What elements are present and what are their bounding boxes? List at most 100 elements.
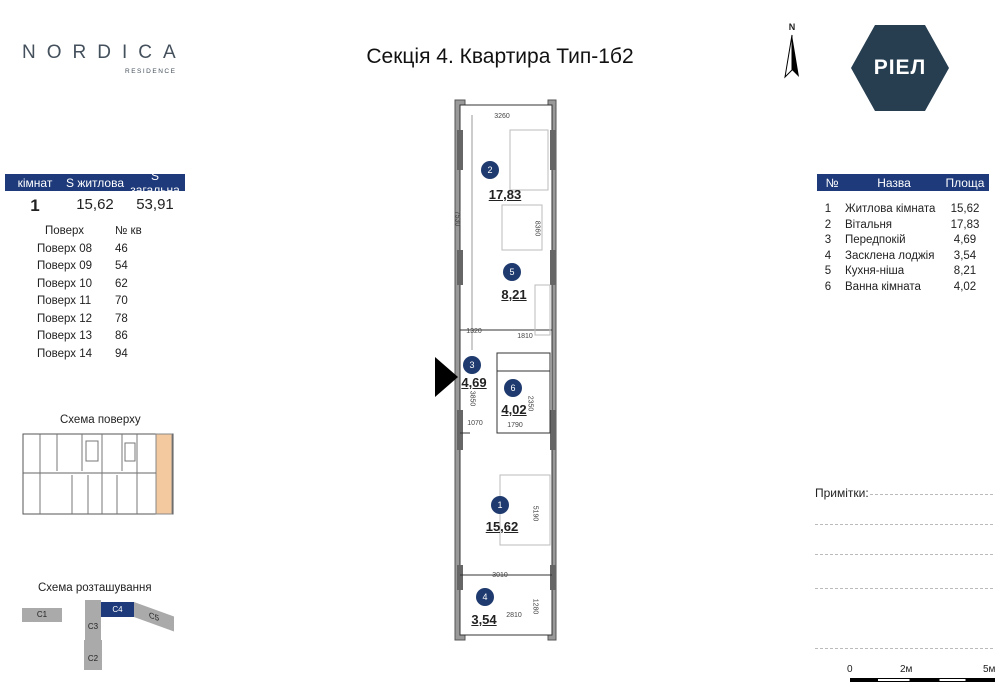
dimension-label: 1070 xyxy=(467,420,483,427)
room-row: 2 Вітальня 17,83 xyxy=(817,218,989,234)
floor-label: Поверх 09 xyxy=(37,260,93,272)
section-c5: C5 xyxy=(134,602,174,632)
nordica-logo-sub: RESIDENCE xyxy=(125,68,177,75)
room-badge: 1 xyxy=(491,496,509,514)
section-c4: C4 xyxy=(101,602,134,617)
floor-label: Поверх 14 xyxy=(37,347,93,360)
riel-logo: РІЕЛ xyxy=(850,23,950,113)
living-area: 15,62 xyxy=(76,196,114,213)
section-c1: C1 xyxy=(22,608,62,622)
floor-row: Поверх 13 86 xyxy=(25,328,175,346)
floor-row: Поверх 10 62 xyxy=(25,276,175,294)
floor-label: Поверх 11 xyxy=(37,295,92,307)
rooms-count: 1 xyxy=(30,196,40,215)
apt-number: 54 xyxy=(115,260,128,272)
notes-line xyxy=(870,494,993,495)
room-area: 4,02 xyxy=(953,280,977,293)
total-area: 53,91 xyxy=(136,196,174,213)
room-badge: 5 xyxy=(503,263,521,281)
riel-logo-text: РІЕЛ xyxy=(873,56,927,79)
dimension-label: 3850 xyxy=(468,390,476,407)
room-area: 4,69 xyxy=(953,234,977,246)
summary-header: кімнат S житлова S загальна xyxy=(5,169,185,197)
dimension-label: 3010 xyxy=(492,572,508,579)
header-total-area: S загальна xyxy=(130,168,180,197)
floor-label: Поверх 13 xyxy=(37,330,93,342)
dimension-label: 2350 xyxy=(526,395,534,412)
floor-plan xyxy=(435,99,557,641)
apt-number: 62 xyxy=(115,277,128,290)
room-number: 3 xyxy=(824,234,832,246)
notes-line xyxy=(815,588,993,589)
nordica-logo: NORDICA xyxy=(22,42,187,63)
notes-line xyxy=(815,524,993,525)
scale-bar: 0 2м 5м xyxy=(845,664,995,694)
room-name: Ванна кімната xyxy=(845,280,921,293)
room-area: 17,83 xyxy=(950,218,980,231)
apt-number: 70 xyxy=(115,295,128,307)
highlighted-apartment xyxy=(155,433,173,515)
dimension-label: 7530 xyxy=(453,210,461,227)
floor-row: Поверх 08 46 xyxy=(25,241,175,259)
notes-label: Примітки: xyxy=(815,486,869,500)
floor-row: Поверх 11 70 xyxy=(25,293,175,311)
room-name: Передпокій xyxy=(845,234,906,246)
scale-tick: 0 xyxy=(847,664,853,675)
room-number: 2 xyxy=(824,218,832,231)
section-c2: C2 xyxy=(84,640,102,670)
room-badge: 2 xyxy=(481,161,499,179)
notes-line xyxy=(815,554,993,555)
floor-label: Поверх 12 xyxy=(37,312,93,325)
entrance-arrow-icon xyxy=(435,357,458,397)
floor-label: Поверх 08 xyxy=(37,242,93,255)
room-area-label: 8,21 xyxy=(501,287,527,302)
room-name: Житлова кімната xyxy=(845,203,936,215)
room-number: 5 xyxy=(824,265,832,277)
section-c3: C3 xyxy=(85,600,101,640)
floors-table: Поверх № кв Поверх 08 46 Поверх 09 54 Повер… xyxy=(25,223,175,363)
rooms-header: № Назва Площа xyxy=(817,174,989,191)
apt-number: 94 xyxy=(115,347,128,360)
room-number: 4 xyxy=(824,249,832,262)
floors-header: Поверх xyxy=(45,225,85,237)
floor-row: Поверх 14 94 xyxy=(25,346,175,364)
dimension-label: 1810 xyxy=(517,333,533,340)
apt-number: 46 xyxy=(115,242,128,255)
header-area: Площа xyxy=(945,175,985,190)
page-title: Секція 4. Квартира Тип-1б2 xyxy=(366,45,634,68)
floor-label: Поверх 10 xyxy=(37,277,93,290)
header-name: Назва xyxy=(877,175,911,190)
room-row: 4 Засклена лоджія 3,54 xyxy=(817,249,989,265)
dimension-label: 2810 xyxy=(506,612,522,619)
room-row: 6 Ванна кімната 4,02 xyxy=(817,280,989,296)
floor-scheme-caption: Схема поверху xyxy=(60,414,141,426)
dimension-label: 1320 xyxy=(466,328,482,335)
room-badge: 4 xyxy=(476,588,494,606)
header-rooms: кімнат xyxy=(17,175,53,190)
summary-values: 1 15,62 53,91 xyxy=(5,196,185,216)
apt-number-header: № кв xyxy=(115,225,142,237)
room-row: 3 Передпокій 4,69 xyxy=(817,233,989,249)
room-area-label: 4,69 xyxy=(461,375,487,390)
site-scheme-caption: Схема розташування xyxy=(38,582,152,594)
header-number: № xyxy=(825,175,839,190)
header-living-area: S житлова xyxy=(65,175,125,190)
scale-tick: 5м xyxy=(983,664,996,675)
room-name: Засклена лоджія xyxy=(845,249,935,262)
room-area: 3,54 xyxy=(953,249,977,262)
dimension-label: 8360 xyxy=(533,220,541,237)
room-name: Кухня-ніша xyxy=(845,265,905,277)
room-badge: 6 xyxy=(504,379,522,397)
room-number: 6 xyxy=(824,280,832,293)
apt-number: 86 xyxy=(115,330,128,342)
site-scheme: C1 C3 C2 C4 C5 xyxy=(0,600,200,690)
dimension-label: 5190 xyxy=(531,505,539,522)
dimension-label: 1280 xyxy=(531,598,539,615)
room-area-label: 17,83 xyxy=(488,187,522,202)
room-area-label: 3,54 xyxy=(471,612,497,627)
room-area: 15,62 xyxy=(950,203,980,215)
room-name: Вітальня xyxy=(845,218,893,231)
